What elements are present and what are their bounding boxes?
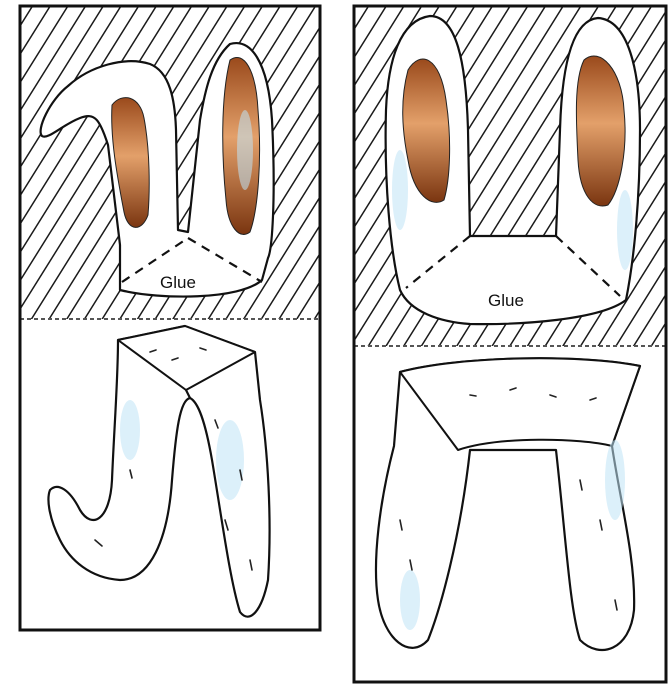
left-panel: Glue <box>20 6 320 630</box>
right-panel: Glue <box>354 6 666 682</box>
left-tint-3 <box>237 110 253 190</box>
right-fur-patch-2 <box>576 56 625 206</box>
right-tint-4 <box>617 190 633 270</box>
right-tint-2 <box>605 440 625 520</box>
right-tint-3 <box>392 150 408 230</box>
left-tint-1 <box>216 420 244 500</box>
left-tint-2 <box>120 400 140 460</box>
right-tint-1 <box>400 570 420 630</box>
left-glue-label: Glue <box>160 273 196 292</box>
right-glue-label: Glue <box>488 291 524 310</box>
